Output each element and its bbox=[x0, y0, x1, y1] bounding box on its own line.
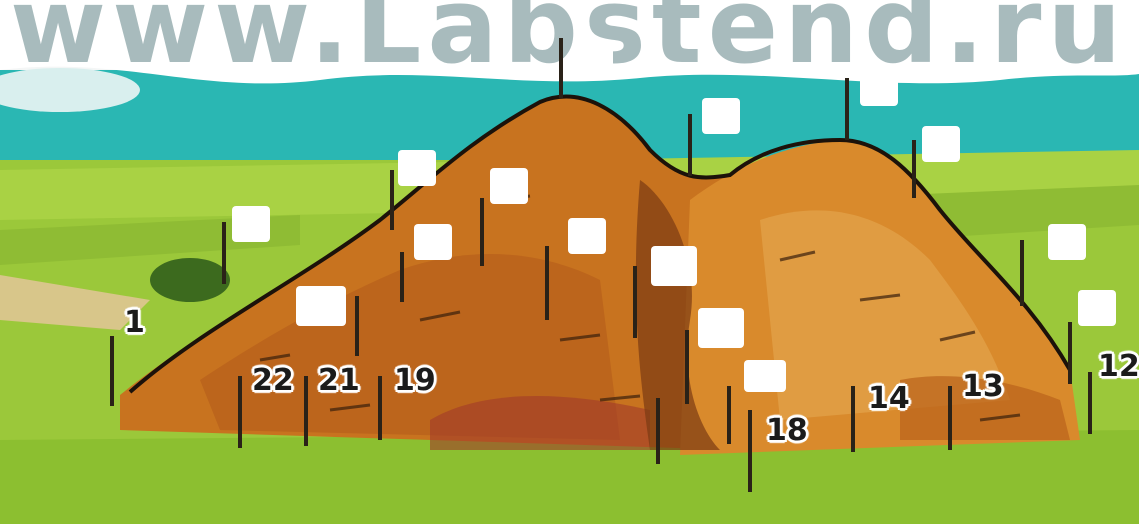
blank-label-box bbox=[414, 224, 452, 260]
blank-label-box bbox=[860, 70, 898, 106]
label-12: 12 bbox=[1098, 352, 1139, 382]
stake bbox=[685, 330, 689, 404]
stake bbox=[110, 336, 114, 406]
stake bbox=[480, 198, 484, 266]
stake bbox=[1088, 372, 1092, 434]
blank-label-box bbox=[651, 246, 697, 286]
stake bbox=[238, 376, 242, 448]
blank-label-box bbox=[232, 206, 270, 242]
blank-label-box bbox=[296, 286, 346, 326]
blank-label-box bbox=[398, 150, 436, 186]
stake bbox=[845, 78, 849, 140]
label-14: 14 bbox=[868, 384, 910, 414]
stake bbox=[912, 140, 916, 198]
blank-label-box bbox=[1048, 224, 1086, 260]
stake bbox=[304, 376, 308, 446]
stake bbox=[545, 246, 549, 320]
stake bbox=[656, 398, 660, 464]
stake bbox=[727, 386, 731, 444]
label-19: 19 bbox=[394, 366, 436, 396]
stake bbox=[1068, 322, 1072, 384]
blank-label-box bbox=[744, 360, 786, 392]
blank-label-box bbox=[568, 218, 606, 254]
blank-label-box bbox=[922, 126, 960, 162]
stake bbox=[378, 376, 382, 440]
blank-label-box bbox=[702, 98, 740, 134]
stake bbox=[1020, 240, 1024, 306]
stake bbox=[633, 266, 637, 338]
label-1: 1 bbox=[124, 308, 145, 338]
stake bbox=[851, 386, 855, 452]
stake bbox=[688, 114, 692, 176]
stake bbox=[400, 252, 404, 302]
label-18: 18 bbox=[766, 416, 808, 446]
stake bbox=[748, 410, 752, 492]
label-13: 13 bbox=[962, 372, 1004, 402]
stake bbox=[355, 296, 359, 356]
label-21: 21 bbox=[318, 366, 360, 396]
stake bbox=[559, 38, 563, 98]
blank-label-box bbox=[575, 40, 613, 76]
stake bbox=[390, 170, 394, 230]
blank-label-box bbox=[1078, 290, 1116, 326]
stake bbox=[948, 386, 952, 450]
blank-label-box bbox=[698, 308, 744, 348]
blank-label-box bbox=[490, 168, 528, 204]
stake bbox=[222, 222, 226, 284]
label-22: 22 bbox=[252, 366, 294, 396]
